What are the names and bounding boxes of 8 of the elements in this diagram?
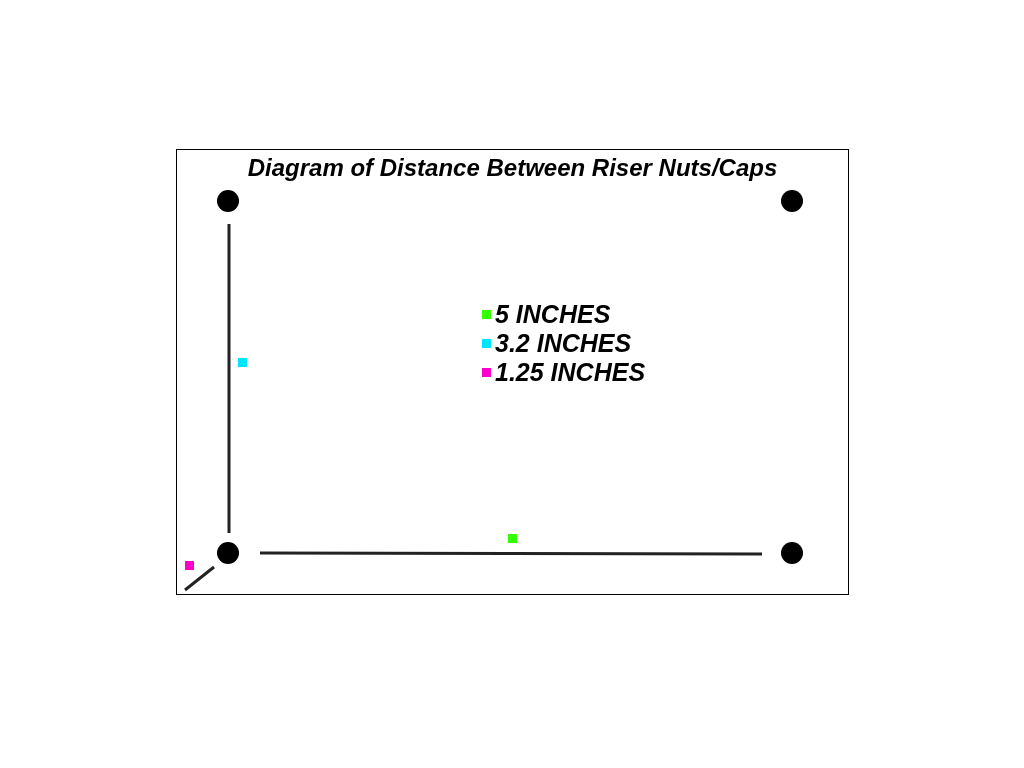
legend-label: 1.25 INCHES — [495, 358, 646, 387]
legend-label: 3.2 INCHES — [495, 329, 632, 358]
riser-nut-dot — [781, 190, 803, 212]
riser-nut-dot — [217, 190, 239, 212]
riser-nut-dot — [217, 542, 239, 564]
diagram-title: Diagram of Distance Between Riser Nuts/Caps — [246, 154, 779, 182]
riser-nut-dot — [781, 542, 803, 564]
legend-label: 5 INCHES — [495, 300, 611, 329]
